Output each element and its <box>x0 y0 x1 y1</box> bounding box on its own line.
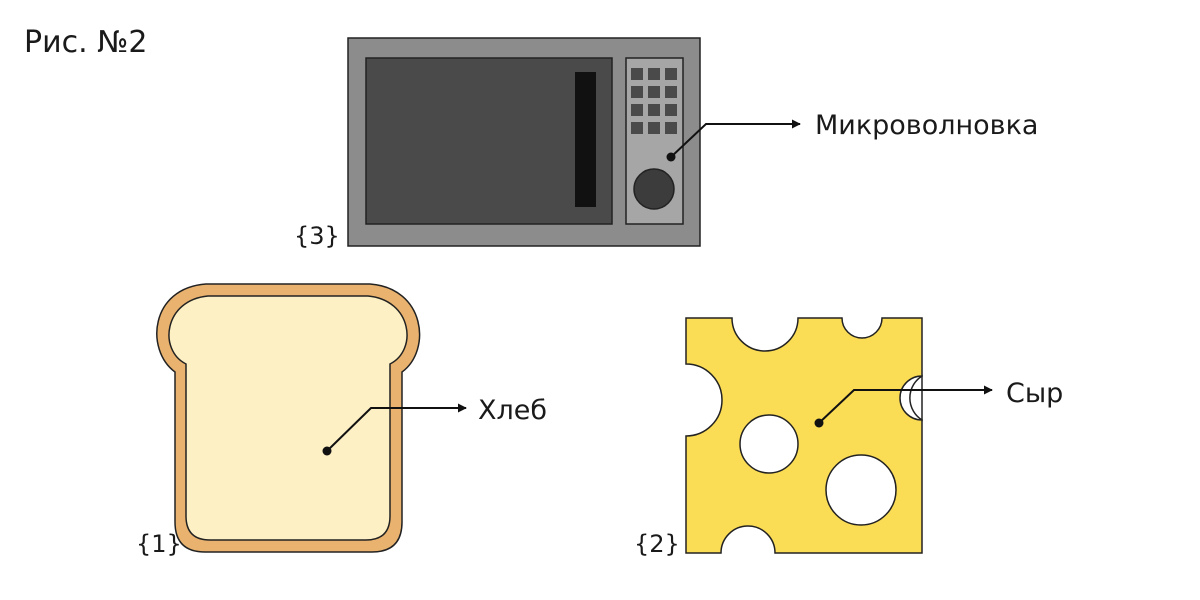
microwave-keypad <box>631 68 677 134</box>
keypad-button <box>648 86 660 98</box>
microwave-door-handle <box>575 72 596 207</box>
microwave-knob <box>633 168 675 210</box>
microwave-door-window <box>365 57 613 225</box>
keypad-button <box>665 68 677 80</box>
figure-title: Рис. №2 <box>24 25 147 60</box>
cheese-piece <box>685 317 923 554</box>
microwave-number: {3} <box>294 222 340 250</box>
keypad-button <box>631 104 643 116</box>
microwave-callout <box>666 119 801 162</box>
callout-leader <box>670 119 801 158</box>
cheese-label: Сыр <box>1006 378 1063 409</box>
keypad-button <box>665 86 677 98</box>
bread-callout <box>322 403 467 456</box>
keypad-button <box>631 122 643 134</box>
bread-crumb <box>168 295 408 541</box>
cheese-number: {2} <box>634 530 680 558</box>
keypad-button <box>648 68 660 80</box>
callout-leader <box>818 385 993 424</box>
keypad-button <box>665 122 677 134</box>
bread-label: Хлеб <box>478 395 547 426</box>
keypad-button <box>631 86 643 98</box>
microwave <box>347 37 701 247</box>
keypad-button <box>648 104 660 116</box>
cheese-body <box>685 317 923 554</box>
keypad-button <box>631 68 643 80</box>
keypad-button <box>665 104 677 116</box>
callout-leader <box>326 403 467 452</box>
bread-slice <box>156 283 421 553</box>
cheese-hole-right <box>909 374 923 422</box>
bread-number: {1} <box>136 530 182 558</box>
microwave-label: Микроволновка <box>815 110 1038 141</box>
cheese-callout <box>814 385 993 428</box>
keypad-button <box>648 122 660 134</box>
